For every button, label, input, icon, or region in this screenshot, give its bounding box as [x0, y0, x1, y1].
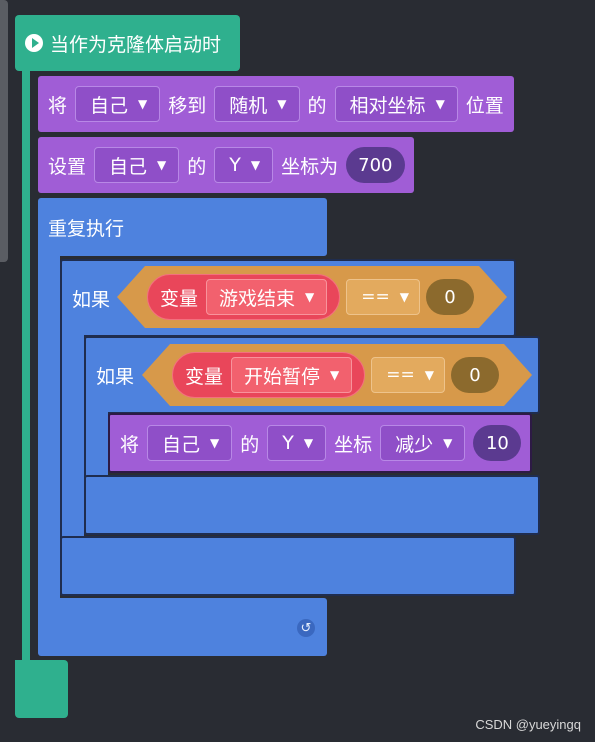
move-prefix: 将	[48, 94, 68, 117]
chevron-down-icon: ▼	[277, 97, 287, 111]
chevron-down-icon: ▼	[399, 290, 409, 304]
workspace-scrollbar[interactable]	[0, 0, 8, 262]
variable-name-dropdown[interactable]: 开始暂停 ▼	[231, 357, 352, 393]
event-stack-end-cap	[15, 660, 68, 718]
compare-value-input[interactable]: 0	[451, 357, 499, 393]
variable-reporter[interactable]: 变量 游戏结束 ▼	[147, 274, 340, 320]
move-action: 移到	[168, 94, 207, 117]
forever-block[interactable]: 重复执行	[38, 198, 327, 256]
if-inner-footer	[84, 475, 540, 535]
dropdown-value: ==	[361, 287, 390, 307]
dropdown-value: 相对坐标	[349, 94, 426, 117]
set-of: 的	[187, 155, 207, 178]
move-suffix: 位置	[465, 94, 504, 117]
set-action: 坐标为	[281, 155, 339, 178]
set-prefix: 设置	[48, 155, 87, 178]
set-axis-dropdown[interactable]: Y ▼	[214, 147, 274, 183]
chevron-down-icon: ▼	[303, 436, 314, 450]
chevron-down-icon: ▼	[157, 158, 167, 172]
variable-label: 变量	[185, 365, 224, 388]
change-word: 坐标	[334, 433, 373, 456]
variable-name-dropdown[interactable]: 游戏结束 ▼	[206, 279, 327, 315]
change-target-dropdown[interactable]: 自己 ▼	[147, 425, 233, 461]
dropdown-value: Y	[229, 154, 241, 176]
event-stack-spine	[22, 70, 30, 662]
hat-label: 当作为克隆体启动时	[50, 33, 222, 56]
when-clone-starts-block[interactable]: 当作为克隆体启动时	[15, 15, 240, 71]
set-y-value-input[interactable]: 700	[346, 147, 405, 183]
loop-arrow-icon: ↺	[297, 619, 315, 637]
set-target-dropdown[interactable]: 自己 ▼	[94, 147, 180, 183]
chevron-down-icon: ▼	[250, 158, 261, 172]
set-y-block[interactable]: 设置 自己 ▼ 的 Y ▼ 坐标为 700	[38, 137, 414, 193]
move-to-block[interactable]: 将 自己 ▼ 移到 随机 ▼ 的 相对坐标 ▼ 位置	[38, 76, 514, 132]
dropdown-value: 自己	[90, 94, 129, 117]
dropdown-value: 自己	[162, 433, 201, 456]
chevron-down-icon: ▼	[424, 368, 434, 382]
forever-block-footer	[38, 598, 327, 656]
operator-dropdown[interactable]: == ▼	[346, 279, 420, 315]
chevron-down-icon: ▼	[330, 368, 340, 382]
move-target-dropdown[interactable]: 自己 ▼	[75, 86, 161, 122]
change-y-block[interactable]: 将 自己 ▼ 的 Y ▼ 坐标 减少 ▼ 10	[108, 413, 532, 473]
chevron-down-icon: ▼	[305, 290, 315, 304]
move-ref-dropdown[interactable]: 相对坐标 ▼	[334, 86, 458, 122]
chevron-down-icon: ▼	[138, 97, 148, 111]
dropdown-value: ==	[386, 365, 415, 385]
dropdown-value: 自己	[109, 155, 148, 178]
if-inner-label: 如果	[96, 365, 135, 388]
if-outer-condition[interactable]: 变量 游戏结束 ▼ == ▼ 0	[117, 266, 507, 328]
dropdown-value: 减少	[395, 433, 434, 456]
operator-dropdown[interactable]: == ▼	[371, 357, 445, 393]
chevron-down-icon: ▼	[210, 436, 220, 450]
compare-value-input[interactable]: 0	[426, 279, 474, 315]
forever-label: 重复执行	[48, 217, 125, 240]
if-outer-footer	[60, 536, 516, 596]
change-axis-dropdown[interactable]: Y ▼	[267, 425, 327, 461]
if-outer-label: 如果	[72, 288, 111, 311]
chevron-down-icon: ▼	[443, 436, 453, 450]
change-of: 的	[240, 433, 260, 456]
move-of: 的	[307, 94, 327, 117]
dropdown-value: 开始暂停	[244, 365, 321, 388]
watermark: CSDN @yueyingq	[475, 717, 581, 732]
chevron-down-icon: ▼	[435, 97, 445, 111]
variable-label: 变量	[160, 287, 199, 310]
forever-block-arm	[38, 252, 60, 602]
variable-reporter[interactable]: 变量 开始暂停 ▼	[172, 352, 365, 398]
dropdown-value: 游戏结束	[219, 287, 296, 310]
dropdown-value: Y	[282, 432, 294, 454]
change-action-dropdown[interactable]: 减少 ▼	[380, 425, 466, 461]
change-prefix: 将	[120, 433, 140, 456]
play-icon	[25, 34, 43, 52]
move-mode-dropdown[interactable]: 随机 ▼	[214, 86, 300, 122]
dropdown-value: 随机	[229, 94, 268, 117]
if-inner-condition[interactable]: 变量 开始暂停 ▼ == ▼ 0	[142, 344, 532, 406]
change-y-value-input[interactable]: 10	[473, 425, 522, 461]
